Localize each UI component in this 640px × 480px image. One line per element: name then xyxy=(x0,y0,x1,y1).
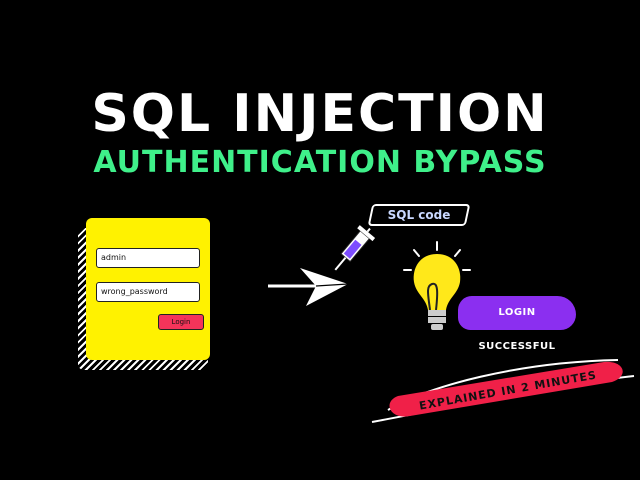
page-title: SQL INJECTION xyxy=(91,84,549,144)
password-field[interactable]: wrong_password xyxy=(96,282,200,302)
page-subtitle: AUTHENTICATION BYPASS xyxy=(93,145,547,180)
arrow-icon xyxy=(268,268,349,306)
username-field[interactable]: admin xyxy=(96,248,200,268)
login-card: admin wrong_password Login xyxy=(86,218,210,360)
explained-badge xyxy=(371,359,635,423)
login-button[interactable]: Login xyxy=(158,314,204,330)
login-successful-badge: LOGIN SUCCESSFUL xyxy=(458,296,576,352)
lightbulb-icon xyxy=(403,241,471,330)
syringe-icon xyxy=(334,225,376,271)
sql-code-label: SQL code xyxy=(387,208,451,222)
